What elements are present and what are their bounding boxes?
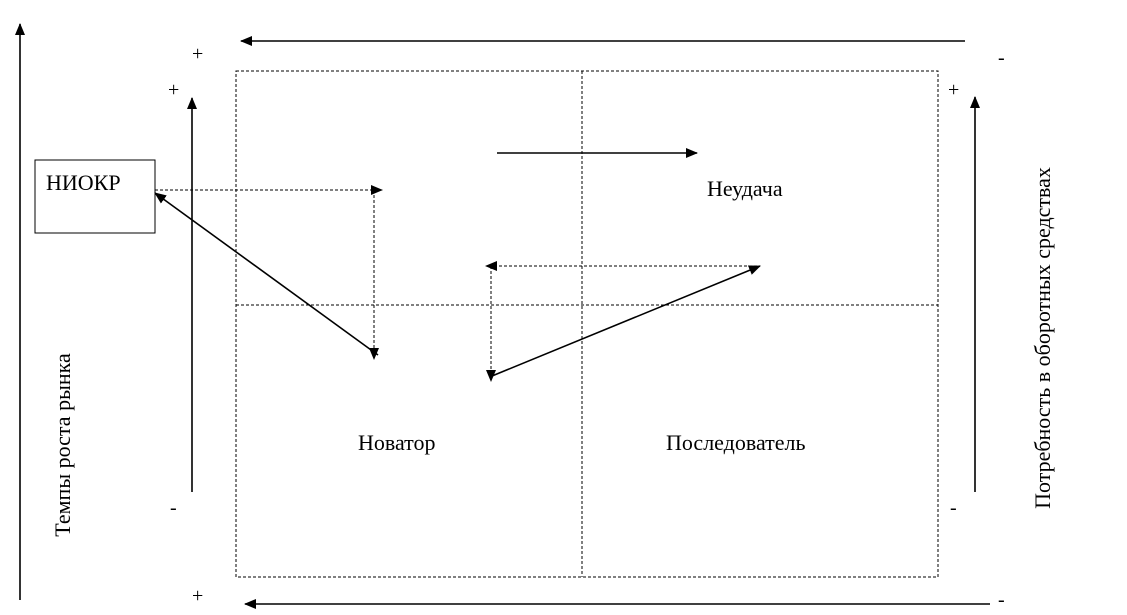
quadrant-top-right-label: Неудача bbox=[707, 176, 783, 201]
top-left-plus-sign: + bbox=[192, 43, 203, 65]
inner-right-minus-sign: - bbox=[950, 497, 957, 519]
inner-left-minus-sign: - bbox=[170, 497, 177, 519]
right-axis-label: Потребность в оборотных средствах bbox=[1030, 167, 1055, 509]
quadrant-bottom-left-label: Новатор bbox=[358, 430, 436, 455]
rnd-box-label: НИОКР bbox=[46, 170, 121, 195]
left-axis-label: Темпы роста рынка bbox=[50, 353, 75, 537]
bottom-left-plus-sign: + bbox=[192, 585, 203, 607]
matrix-frame bbox=[235, 70, 939, 578]
cycle2-diagonal-arrow bbox=[491, 265, 761, 377]
inner-left-plus-sign: + bbox=[168, 79, 179, 101]
quadrant-bottom-right-label: Последователь bbox=[666, 430, 806, 455]
bottom-right-minus-sign: - bbox=[998, 589, 1005, 611]
rnd-return-arrow bbox=[154, 192, 379, 356]
inner-right-plus-sign: + bbox=[948, 79, 959, 101]
top-right-minus-sign: - bbox=[998, 47, 1005, 69]
